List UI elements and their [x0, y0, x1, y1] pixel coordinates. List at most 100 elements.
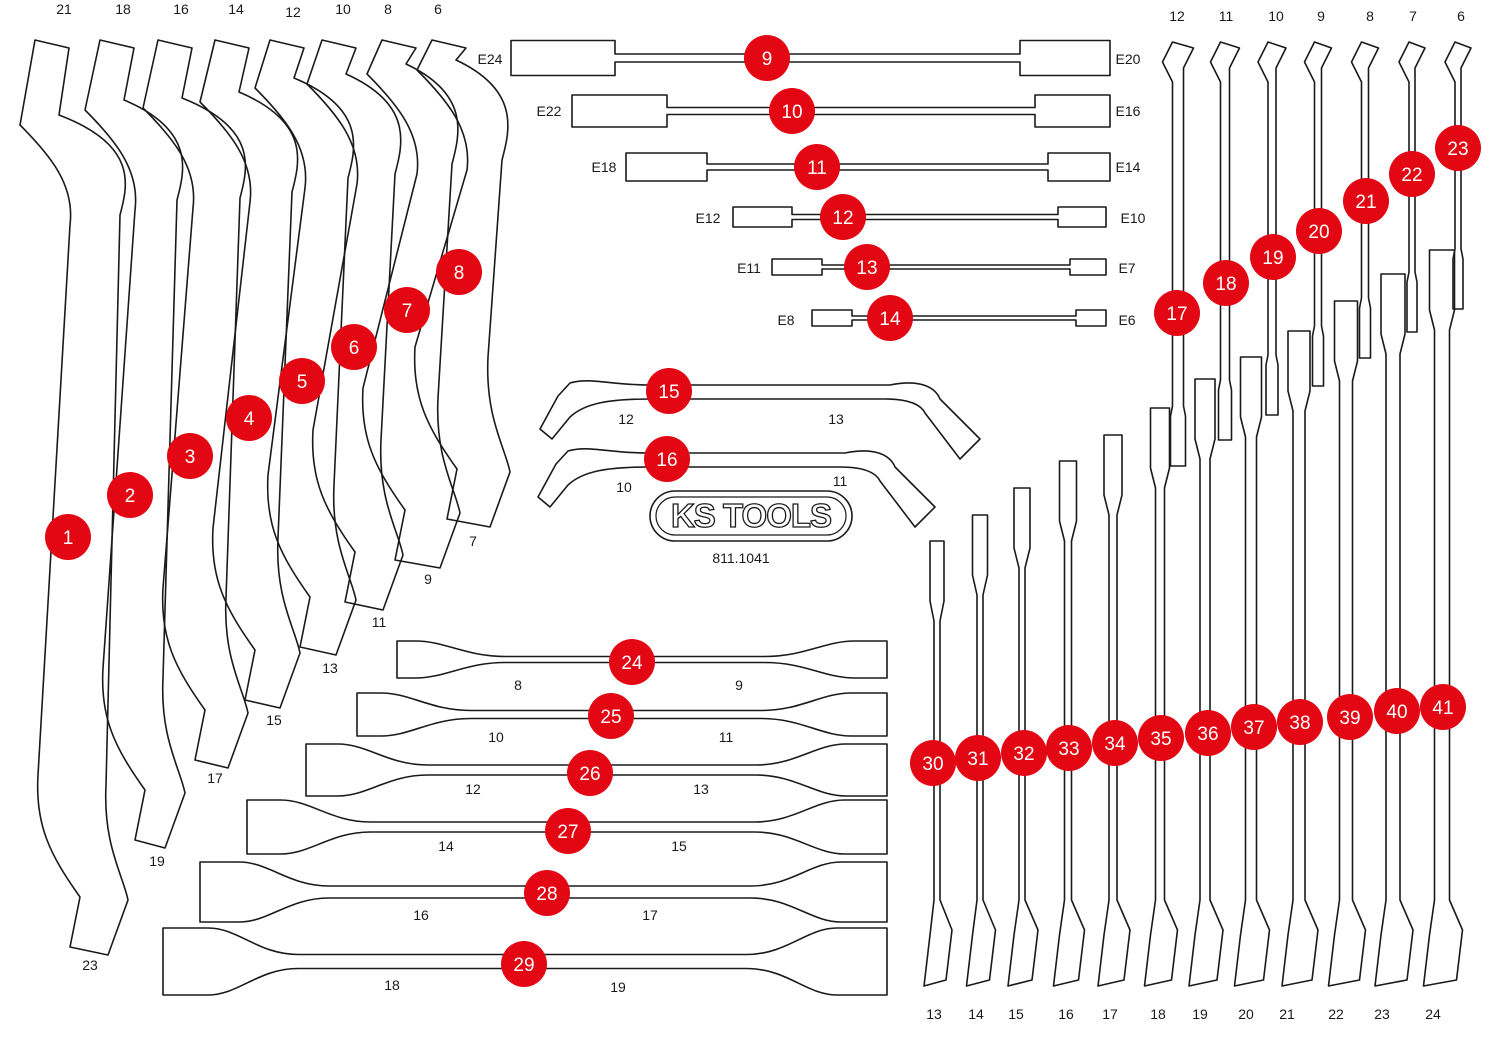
- position-badge[interactable]: 3: [167, 433, 213, 479]
- size-label-top: 7: [1409, 8, 1417, 24]
- badge-number: 11: [807, 158, 827, 179]
- brand-logo: KS TOOLS: [649, 490, 853, 542]
- position-badge[interactable]: 2: [107, 472, 153, 518]
- position-badge[interactable]: 37: [1231, 704, 1277, 750]
- position-badge[interactable]: 16: [644, 436, 690, 482]
- position-badge[interactable]: 28: [524, 870, 570, 916]
- size-label-left: E11: [737, 260, 761, 276]
- badge-circle: [955, 735, 1001, 781]
- position-badge[interactable]: 35: [1138, 715, 1184, 761]
- badge-number: 22: [1401, 165, 1422, 186]
- combination-wrench-outline: [1233, 356, 1271, 987]
- position-badge[interactable]: 5: [279, 358, 325, 404]
- combination-wrench-outline: [1422, 249, 1464, 987]
- badge-number: 33: [1058, 739, 1079, 760]
- position-badge[interactable]: 8: [436, 249, 482, 295]
- badge-circle: [524, 870, 570, 916]
- badge-number: 19: [1262, 248, 1283, 269]
- size-label-left: E22: [537, 103, 562, 119]
- box-wrench-outline: [1161, 41, 1195, 467]
- position-badge[interactable]: 32: [1001, 730, 1047, 776]
- torx-wrench-outline: [732, 206, 1107, 228]
- position-badge[interactable]: 20: [1296, 208, 1342, 254]
- position-badge[interactable]: 10: [769, 88, 815, 134]
- size-label-top: 14: [228, 1, 244, 17]
- position-badge[interactable]: 33: [1046, 725, 1092, 771]
- position-badge[interactable]: 38: [1277, 699, 1323, 745]
- badge-number: 10: [781, 102, 802, 123]
- position-badge[interactable]: 40: [1374, 688, 1420, 734]
- position-badge[interactable]: 22: [1389, 151, 1435, 197]
- offset-wrench-outline: [19, 39, 129, 956]
- badge-number: 17: [1166, 304, 1187, 325]
- size-label-left: E24: [478, 51, 503, 67]
- position-badge[interactable]: 11: [794, 144, 840, 190]
- position-badge[interactable]: 4: [226, 395, 272, 441]
- badge-number: 29: [513, 955, 534, 976]
- badge-number: 24: [621, 653, 643, 674]
- badge-circle: [384, 287, 430, 333]
- size-label-left: 16: [413, 907, 429, 923]
- position-badge[interactable]: 12: [820, 194, 866, 240]
- badge-circle: [331, 324, 377, 370]
- position-badge[interactable]: 41: [1420, 684, 1466, 730]
- size-label-right: E6: [1118, 312, 1135, 328]
- combination-wrench-outline: [1097, 434, 1131, 987]
- size-label-right: E14: [1116, 159, 1141, 175]
- position-badge[interactable]: 13: [844, 244, 890, 290]
- size-label-bottom: 19: [149, 853, 165, 869]
- combination-wrench-outline: [1374, 273, 1414, 987]
- badge-number: 7: [402, 301, 413, 322]
- bent-wrench-outline: [537, 447, 936, 528]
- size-label-top: 10: [1268, 8, 1284, 24]
- size-label-left: 10: [488, 729, 504, 745]
- badge-number: 39: [1339, 708, 1360, 729]
- badge-circle: [646, 368, 692, 414]
- position-badge[interactable]: 26: [567, 750, 613, 796]
- position-badge[interactable]: 1: [45, 514, 91, 560]
- position-badge[interactable]: 29: [501, 941, 547, 987]
- position-badge[interactable]: 31: [955, 735, 1001, 781]
- badge-circle: [1277, 699, 1323, 745]
- size-label-bottom: 13: [926, 1006, 942, 1022]
- badge-number: 31: [967, 749, 988, 770]
- position-badge[interactable]: 34: [1092, 720, 1138, 766]
- position-badge[interactable]: 18: [1203, 260, 1249, 306]
- size-label-top: 9: [1317, 8, 1325, 24]
- position-badge[interactable]: 9: [744, 35, 790, 81]
- position-badge[interactable]: 21: [1343, 178, 1389, 224]
- position-badge[interactable]: 24: [609, 639, 655, 685]
- offset-wrench-outline: [306, 39, 404, 611]
- size-label-left: 18: [384, 977, 400, 993]
- badge-number: 32: [1013, 744, 1034, 765]
- size-label-top: 16: [173, 1, 189, 17]
- badge-number: 8: [454, 263, 465, 284]
- size-label-right: E10: [1121, 210, 1146, 226]
- position-badge[interactable]: 15: [646, 368, 692, 414]
- position-badge[interactable]: 25: [588, 693, 634, 739]
- badge-number: 16: [656, 450, 677, 471]
- position-badge[interactable]: 6: [331, 324, 377, 370]
- badge-circle: [1154, 290, 1200, 336]
- position-badge[interactable]: 27: [545, 808, 591, 854]
- position-badge[interactable]: 30: [910, 740, 956, 786]
- badge-number: 5: [297, 372, 308, 393]
- torx-wrench-outline: [625, 152, 1111, 182]
- position-badge[interactable]: 14: [867, 295, 913, 341]
- badge-circle: [1231, 704, 1277, 750]
- position-badge[interactable]: 7: [384, 287, 430, 333]
- size-label-right: 17: [642, 907, 658, 923]
- badge-circle: [844, 244, 890, 290]
- position-badge[interactable]: 23: [1435, 125, 1481, 171]
- position-badge[interactable]: 19: [1250, 234, 1296, 280]
- position-badge[interactable]: 39: [1327, 694, 1373, 740]
- combination-wrench-outline: [1007, 487, 1039, 987]
- badge-circle: [1296, 208, 1342, 254]
- combination-wrench-outline: [1052, 460, 1086, 987]
- model-number: 811.1041: [712, 550, 770, 566]
- badge-number: 23: [1447, 139, 1468, 160]
- position-badge[interactable]: 36: [1185, 710, 1231, 756]
- position-badge[interactable]: 17: [1154, 290, 1200, 336]
- size-label-bottom: 23: [1374, 1006, 1390, 1022]
